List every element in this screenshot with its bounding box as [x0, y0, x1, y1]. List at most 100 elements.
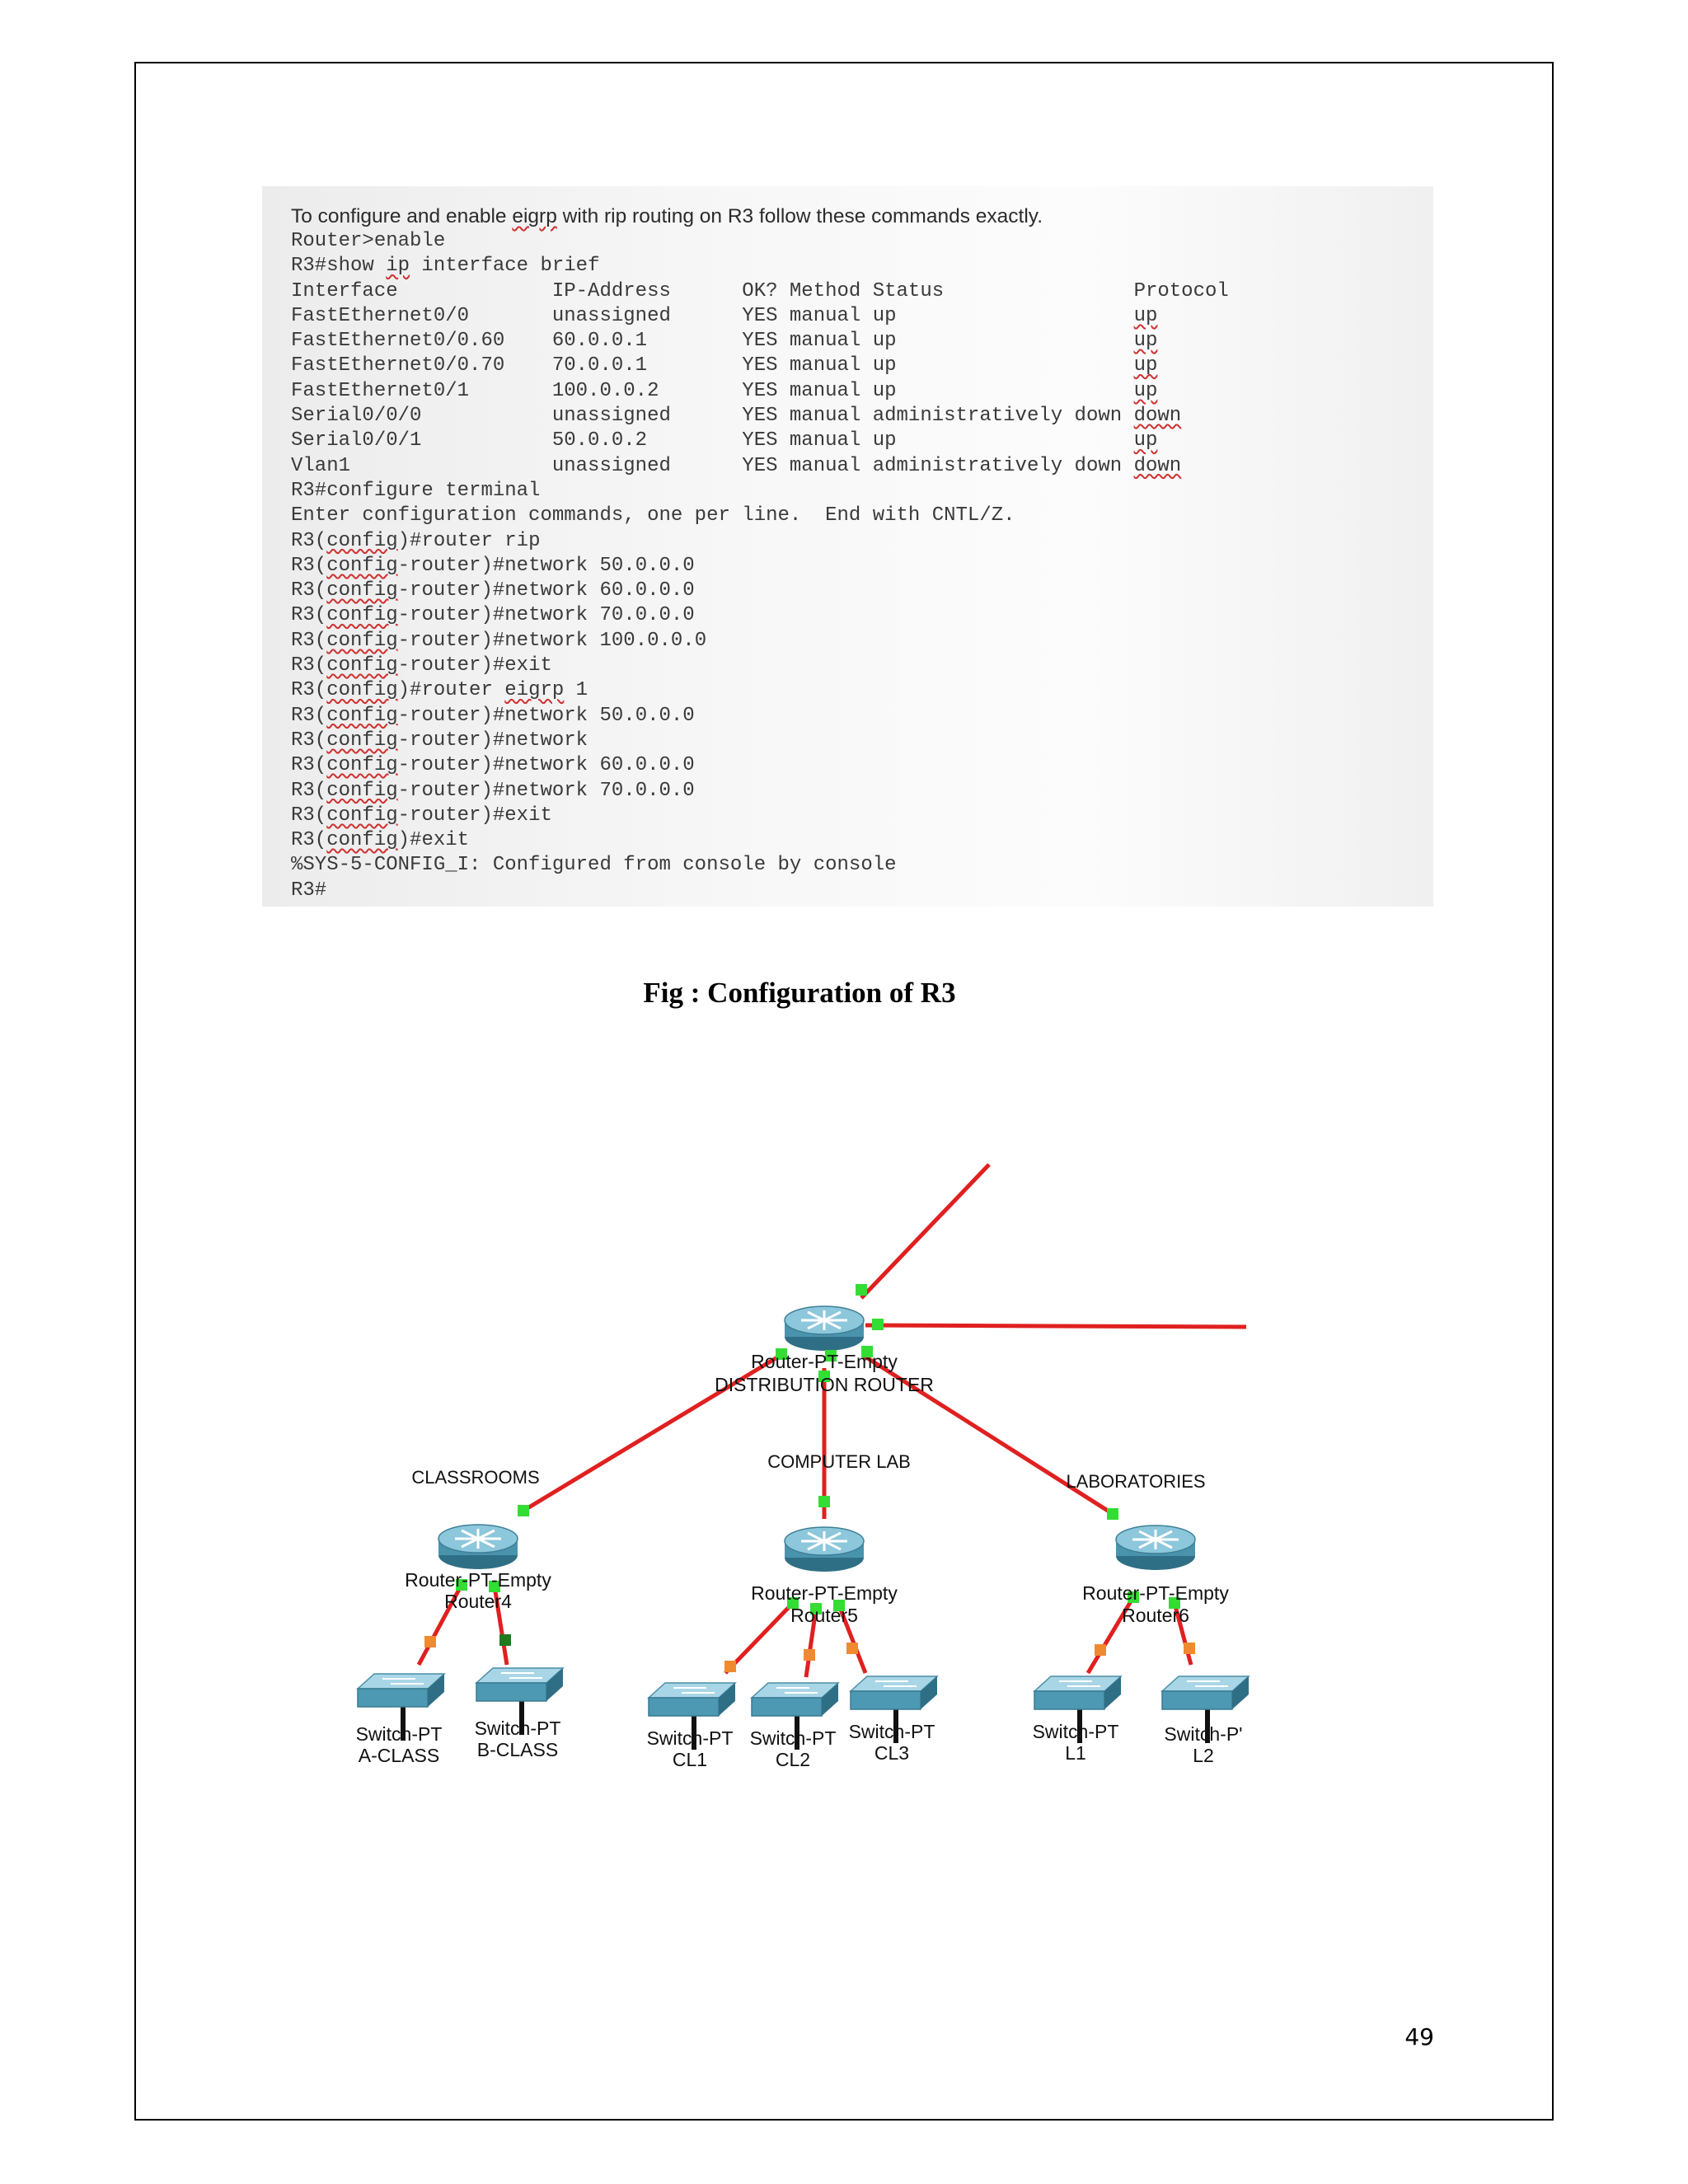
link-cable — [724, 1601, 795, 1675]
console-line: Serial0/0/0 unassigned YES manual admini… — [291, 405, 1182, 428]
console-line: R3(config-router)#exit — [291, 654, 552, 677]
port-indicator — [1107, 1508, 1118, 1520]
port-indicator — [518, 1505, 529, 1516]
switch-icon — [647, 1682, 737, 1717]
port-indicator — [825, 1350, 837, 1361]
port-indicator — [818, 1496, 830, 1507]
console-line: R3(config-router)#network 100.0.0.0 — [291, 629, 707, 652]
console-line: FastEthernet0/0.60 60.0.0.1 YES manual u… — [291, 330, 1158, 353]
link-cable — [860, 1163, 991, 1300]
port-indicator — [499, 1634, 511, 1646]
switch-icon — [1033, 1675, 1123, 1710]
console-line: R3(config-router)#network 60.0.0.0 — [291, 579, 695, 602]
switch-name-label: A-CLASS — [359, 1745, 439, 1766]
console-line: R3#configure terminal — [291, 479, 541, 502]
console-line: %SYS-5-CONFIG_I: Configured from console… — [291, 854, 897, 877]
port-indicator — [489, 1581, 500, 1592]
port-indicator — [846, 1643, 858, 1654]
distribution-router-model-label: Router-PT-Empty — [751, 1351, 898, 1372]
router-model-label: Router-PT-Empty — [405, 1569, 551, 1591]
console-line: R3(config-router)#network 70.0.0.0 — [291, 604, 695, 627]
port-indicator — [856, 1284, 867, 1296]
page-number: 49 — [1404, 2023, 1434, 2050]
link-cable — [862, 1353, 1118, 1519]
port-indicator — [776, 1348, 787, 1360]
console-line: R3(config-router)#network 60.0.0.0 — [291, 754, 695, 777]
switch-icon — [356, 1673, 446, 1708]
console-line: R3#show ip interface brief — [291, 255, 600, 278]
console-line: Enter configuration commands, one per li… — [291, 504, 1015, 527]
router-icon — [1115, 1525, 1196, 1570]
port-indicator — [872, 1319, 884, 1330]
port-indicator — [456, 1579, 467, 1591]
port-indicator — [1169, 1597, 1180, 1609]
switch-name-label: L1 — [1065, 1742, 1086, 1764]
port-indicator — [724, 1661, 736, 1672]
switch-name-label: L2 — [1193, 1745, 1214, 1766]
console-line: R3(config-router)#exit — [291, 804, 552, 827]
distribution-router-icon — [784, 1305, 865, 1351]
router-name-label: Router4 — [444, 1591, 512, 1612]
console-line: R3(config-router)#network 50.0.0.0 — [291, 704, 695, 727]
switch-name-label: CL1 — [673, 1749, 707, 1770]
link-cable — [1172, 1602, 1193, 1666]
port-indicator — [787, 1597, 799, 1609]
console-line: FastEthernet0/0 unassigned YES manual up… — [291, 304, 1158, 327]
switch-icon — [1160, 1675, 1250, 1710]
console-line: R3(config-router)#network — [291, 729, 588, 752]
router-icon — [438, 1524, 518, 1569]
console-line: R3(config-router)#network 50.0.0.0 — [291, 554, 695, 577]
router-model-label: Router-PT-Empty — [1082, 1582, 1229, 1604]
switch-model-label: Switch-PT — [849, 1721, 935, 1742]
group-label: CLASSROOMS — [411, 1467, 539, 1488]
switch-name-label: CL2 — [776, 1749, 810, 1770]
switch-icon — [475, 1667, 565, 1702]
group-label: COMPUTER LAB — [767, 1451, 911, 1472]
console-line: R3(config)#exit — [291, 829, 470, 852]
link-cable — [492, 1586, 509, 1666]
switch-model-label: Switch-PT — [1033, 1721, 1119, 1742]
link-cable — [865, 1323, 1247, 1329]
link-cable — [416, 1583, 464, 1666]
port-indicator — [818, 1371, 830, 1382]
figure-caption: Fig : Configuration of R3 — [643, 977, 956, 1009]
distribution-router-name-label: DISTRIBUTION ROUTER — [715, 1374, 934, 1395]
port-indicator — [833, 1600, 845, 1611]
console-line: R3(config)#router eigrp 1 — [291, 679, 588, 702]
link-cable — [1085, 1596, 1136, 1675]
console-line: R3(config)#router rip — [291, 529, 541, 552]
port-indicator — [1128, 1591, 1139, 1603]
switch-model-label: Switch-P' — [1164, 1723, 1242, 1745]
switch-model-label: Switch-PT — [356, 1723, 443, 1745]
link-cable — [804, 1608, 818, 1678]
console-line: R3(config-router)#network 70.0.0.0 — [291, 779, 695, 802]
console-intro: To configure and enable eigrp with rip r… — [291, 205, 1043, 227]
port-indicator — [424, 1636, 436, 1647]
console-line: R3# — [291, 879, 327, 902]
port-indicator — [1095, 1644, 1106, 1656]
router-name-label: Router5 — [790, 1605, 858, 1626]
switch-icon — [849, 1675, 939, 1710]
console-line: Vlan1 unassigned YES manual administrati… — [291, 454, 1182, 477]
switch-model-label: Switch-PT — [475, 1718, 561, 1739]
console-line: Interface IP-Address OK? Method Status P… — [291, 279, 1229, 302]
console-line: FastEthernet0/1 100.0.0.2 YES manual up … — [291, 379, 1158, 402]
router-name-label: Router6 — [1122, 1605, 1189, 1626]
switch-icon — [750, 1682, 840, 1717]
port-indicator — [810, 1603, 822, 1615]
port-indicator — [861, 1346, 873, 1357]
port-indicator — [1184, 1643, 1195, 1654]
console-screenshot: To configure and enable eigrp with rip r… — [262, 186, 1433, 907]
router-model-label: Router-PT-Empty — [751, 1582, 898, 1604]
link-cable — [837, 1605, 868, 1674]
console-line: Serial0/0/1 50.0.0.2 YES manual up up — [291, 429, 1158, 452]
link-cable — [522, 1352, 783, 1513]
console-line: Router>enable — [291, 230, 446, 252]
group-label: LABORATORIES — [1066, 1471, 1205, 1492]
switch-name-label: CL3 — [874, 1742, 909, 1764]
router-icon — [784, 1526, 865, 1572]
page-border — [134, 62, 1554, 2121]
